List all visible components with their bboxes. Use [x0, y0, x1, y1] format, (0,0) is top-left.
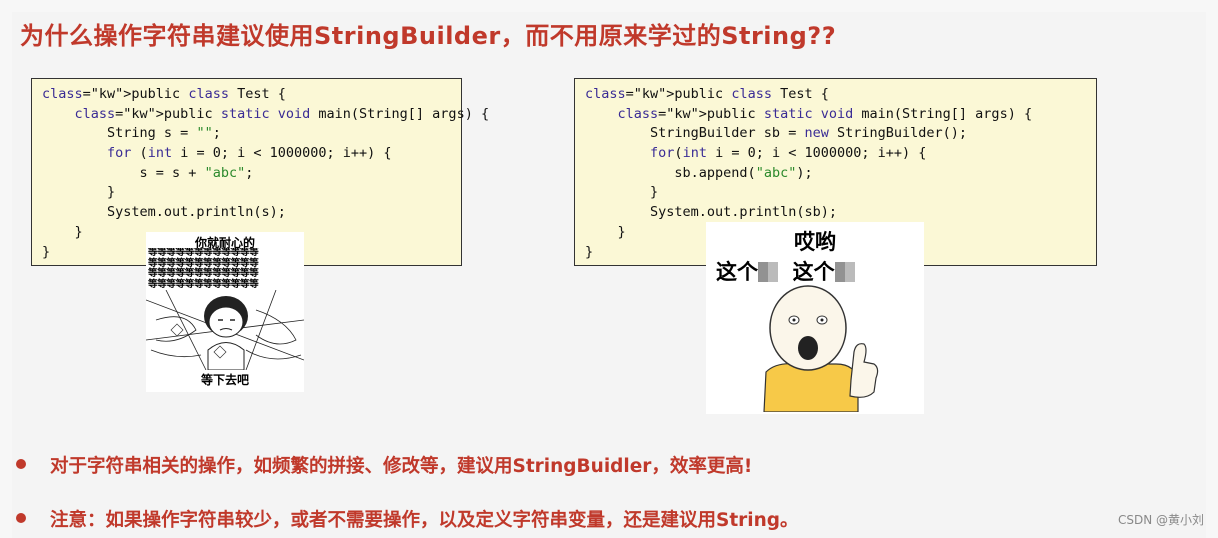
- censored-mosaic-icon: [758, 262, 778, 282]
- slide-title: 为什么操作字符串建议使用StringBuilder，而不用原来学过的String…: [20, 22, 837, 50]
- meme-wait-row: 等等等等等等等等等等等等: [148, 268, 259, 279]
- censored-mosaic-icon: [834, 262, 855, 282]
- waiting-meme-image: 你就耐心的 等等等等等等等等等等等等 等等等等等等等等等等等等 等等等等等等等等…: [146, 232, 304, 392]
- code-line: String s = "";: [42, 125, 221, 142]
- bullet-item: 注意：如果操作字符串较少，或者不需要操作，以及定义字符串变量，还是建议用Stri…: [16, 506, 799, 532]
- meme-caption-top: 你就耐心的: [194, 236, 255, 250]
- watermark: CSDN @黄小刘: [1117, 513, 1204, 527]
- code-line: }: [42, 243, 51, 260]
- code-line: System.out.println(s);: [42, 204, 286, 221]
- spiderweb-face-icon: [146, 290, 304, 370]
- code-line: }: [42, 184, 116, 201]
- code-line: for (int i = 0; i < 1000000; i++) {: [107, 145, 392, 162]
- meme-wait-row: 等等等等等等等等等等等等: [148, 257, 259, 269]
- code-line: }: [585, 184, 659, 201]
- bullet-dot-icon: [16, 513, 26, 523]
- code-line: StringBuilder sb = new StringBuilder();: [585, 125, 968, 142]
- code-line: }: [585, 223, 626, 240]
- bullet-item: 对于字符串相关的操作，如频繁的拼接、修改等，建议用StringBuidler，效…: [16, 452, 752, 478]
- bullet-dot-icon: [16, 459, 26, 469]
- meme-wait-rows: 等等等等等等等等等等等等 等等等等等等等等等等等等 等等等等等等等等等等等等 等…: [148, 248, 302, 290]
- thumbs-up-face-icon: [763, 285, 879, 412]
- code-line: class="kw">public static void main(Strin…: [617, 105, 1033, 122]
- code-line: System.out.println(sb);: [585, 204, 837, 221]
- meme-caption-line2: 这个 这个: [716, 256, 926, 286]
- code-line: s = s + "abc";: [42, 164, 254, 181]
- code-line: }: [585, 243, 594, 260]
- code-line: }: [42, 223, 83, 240]
- code-line: class="kw">public class Test {: [42, 86, 286, 102]
- code-line: sb.append("abc");: [585, 164, 813, 181]
- meme-wait-row: 等等等等等等等等等等等等: [148, 278, 259, 290]
- thumbs-up-meme-image: 哎哟 这个 这个: [706, 222, 924, 414]
- code-line: class="kw">public class Test {: [585, 86, 829, 102]
- code-line: class="kw">public static void main(Strin…: [74, 105, 490, 122]
- meme-caption-line1: 哎哟: [794, 230, 836, 254]
- meme-wait-row: 等等等等等等等等等等等等: [148, 248, 259, 258]
- code-block-stringbuilder: class="kw">public class Test { class="kw…: [574, 78, 1097, 266]
- code-line: for(int i = 0; i < 1000000; i++) {: [650, 145, 927, 162]
- code-block-string: class="kw">public class Test { class="kw…: [31, 78, 490, 266]
- meme-caption-bottom: 等下去吧: [200, 373, 249, 387]
